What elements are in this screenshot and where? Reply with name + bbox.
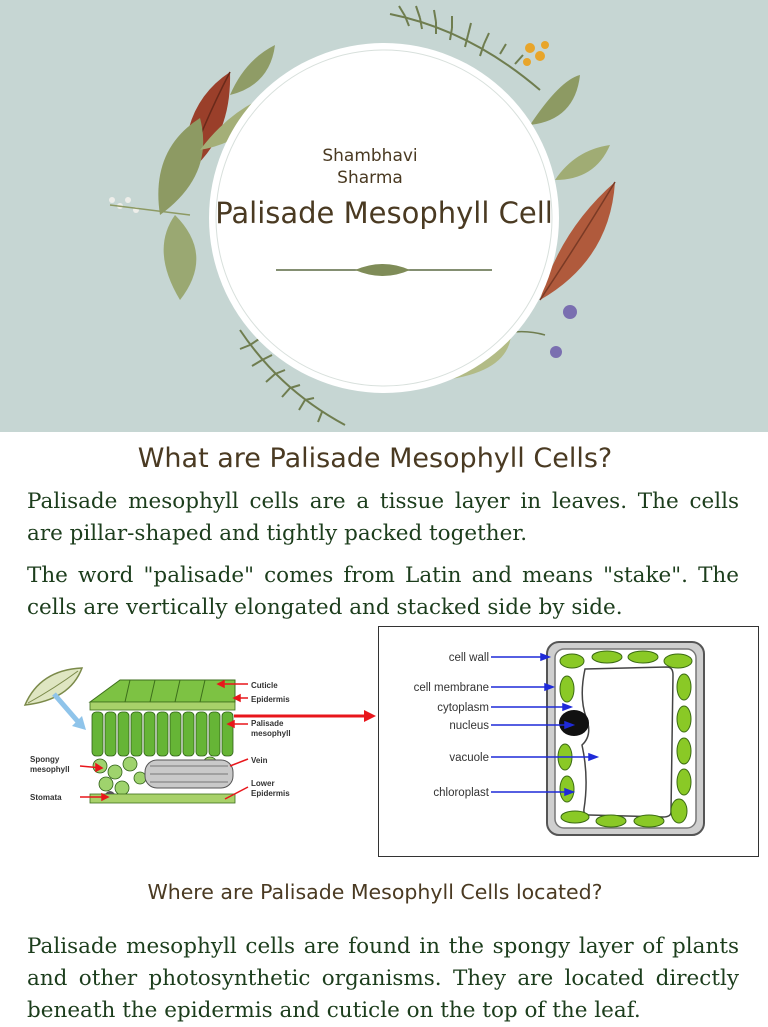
cover-banner: Shambhavi Sharma Palisade Mesophyll Cell xyxy=(0,0,768,432)
label-stomata: Stomata xyxy=(30,793,62,802)
label-chloroplast: chloroplast xyxy=(433,787,489,799)
label-cell-wall: cell wall xyxy=(449,652,489,664)
label-spongy-mesophyll: mesophyll xyxy=(30,765,70,774)
label-palisade: Palisade xyxy=(251,719,284,728)
paragraph-location: Palisade mesophyll cells are found in th… xyxy=(27,934,739,1023)
cell-illustration: cell wall cell membrane cytoplasm nucleu… xyxy=(414,641,705,836)
section-heading-where: Where are Palisade Mesophyll Cells locat… xyxy=(147,880,603,904)
leaf-cross-section-diagram: Cuticle Epidermis Palisade mesophyll Vei… xyxy=(23,667,376,804)
label-cytoplasm: cytoplasm xyxy=(437,702,489,714)
label-cell-membrane: cell membrane xyxy=(414,682,489,694)
cell-structure-diagram: cell wall cell membrane cytoplasm nucleu… xyxy=(378,626,759,857)
paragraph-etymology: The word "palisade" comes from Latin and… xyxy=(27,563,739,620)
label-lower: Lower xyxy=(251,779,275,788)
label-spongy: Spongy xyxy=(30,755,60,764)
label-cuticle: Cuticle xyxy=(251,681,278,690)
label-nucleus: nucleus xyxy=(449,720,489,732)
label-epidermis: Epidermis xyxy=(251,695,290,704)
label-lower-epidermis: Epidermis xyxy=(251,789,290,798)
paragraph-definition: Palisade mesophyll cells are a tissue la… xyxy=(27,489,739,546)
author-name: Shambhavi Sharma xyxy=(322,146,418,188)
leaf-icon xyxy=(23,667,84,706)
label-vacuole: vacuole xyxy=(449,752,489,764)
presentation-title: Palisade Mesophyll Cell xyxy=(215,196,553,230)
botanical-wreath xyxy=(109,5,616,426)
label-palisade-mesophyll: mesophyll xyxy=(251,729,291,738)
section-heading-what: What are Palisade Mesophyll Cells? xyxy=(137,443,613,474)
label-vein: Vein xyxy=(251,756,268,765)
